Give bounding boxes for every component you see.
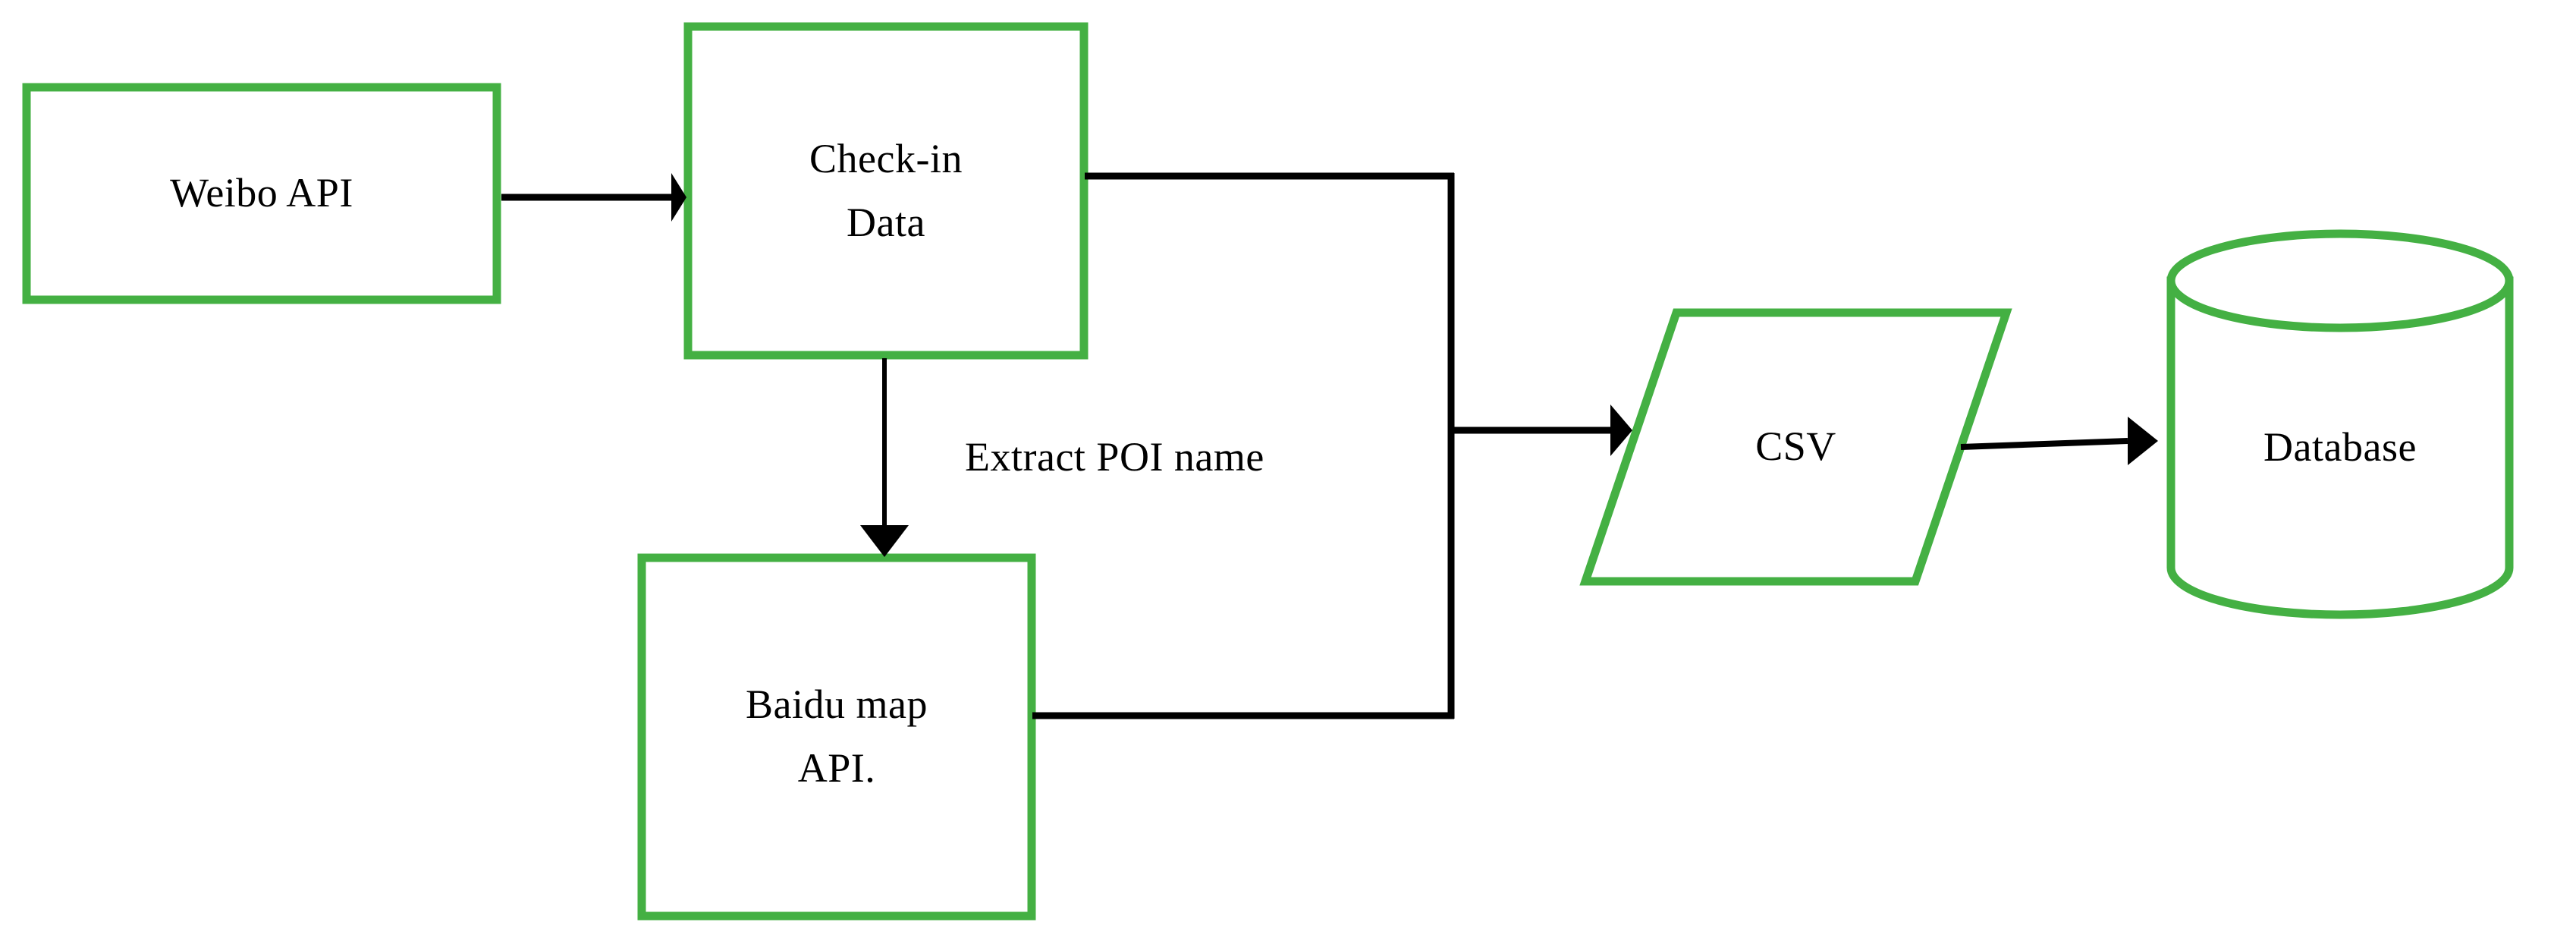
node-shape-baidu-map-api[interactable] xyxy=(637,553,1036,921)
edge-csv-to-database xyxy=(1960,417,2158,465)
edge-label-extract-poi: Extract POI name xyxy=(922,383,1264,530)
edge-junction-to-csv xyxy=(1451,404,1632,456)
edge-checkin-to-baidu xyxy=(860,358,909,557)
edge-weibo-to-checkin xyxy=(501,173,686,222)
node-shape-check-in-data[interactable] xyxy=(683,22,1089,360)
node-shape-weibo-api[interactable] xyxy=(22,83,501,304)
node-shape-database[interactable] xyxy=(2166,229,2514,619)
node-shape-csv[interactable] xyxy=(1579,308,2012,586)
edge-label-extract-poi-text: Extract POI name xyxy=(965,433,1264,480)
